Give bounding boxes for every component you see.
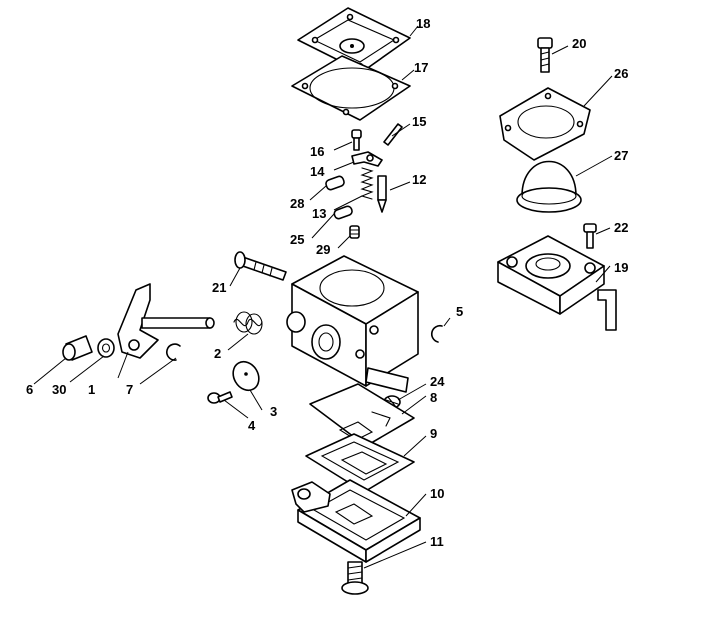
part-22-screw [583,223,597,249]
leader-lines [33,25,613,569]
callout-7: 7 [126,382,133,397]
callout-labels: 18 17 15 16 14 28 13 12 25 29 21 2 5 6 3… [26,16,628,549]
part-3-disc [232,360,260,392]
part-2-spring [233,311,263,335]
callout-16: 16 [310,144,324,159]
part-5-circlip [430,324,443,343]
part-14-lever [351,151,383,167]
callout-22: 22 [614,220,628,235]
part-16-screw [351,129,362,151]
part-4-screw [207,391,233,404]
callout-17: 17 [414,60,428,75]
callout-28: 28 [290,196,304,211]
part-15-pin [383,123,403,146]
callout-6: 6 [26,382,33,397]
callout-5: 5 [456,304,463,319]
part-13-spring [360,167,374,200]
callout-26: 26 [614,66,628,81]
callout-12: 12 [412,172,426,187]
part-8-plate [309,383,415,447]
part-9-gasket [305,433,415,493]
part-20-screw [537,37,553,73]
callout-18: 18 [416,16,430,31]
part-25-block [333,205,353,220]
callout-29: 29 [316,242,330,257]
part-27-primer-bulb [516,160,582,213]
callout-27: 27 [614,148,628,163]
callout-8: 8 [430,390,437,405]
part-1-throttle-lever [117,283,215,359]
part-7-circlip [166,343,181,361]
callout-10: 10 [430,486,444,501]
part-12-needle [377,175,387,213]
part-17-gasket [291,55,411,121]
callout-30: 30 [52,382,66,397]
part-11-screw [341,561,369,595]
carburetor-body [286,255,419,393]
callout-14: 14 [310,164,325,179]
callout-25: 25 [290,232,304,247]
part-29-jet [349,225,360,239]
callout-21: 21 [212,280,226,295]
part-10-cover [291,479,421,563]
callout-2: 2 [214,346,221,361]
part-18-diaphragm [297,7,411,73]
callout-20: 20 [572,36,586,51]
callout-9: 9 [430,426,437,441]
callout-19: 19 [614,260,628,275]
part-19-pump-housing [497,235,617,331]
part-28-block [325,175,345,191]
callout-4: 4 [248,418,256,433]
callout-1: 1 [88,382,95,397]
callout-15: 15 [412,114,426,129]
callout-11: 11 [430,534,444,549]
callout-3: 3 [270,404,277,419]
callout-24: 24 [430,374,445,389]
part-21-shaft [234,251,287,281]
part-26-flange [499,87,591,161]
part-6-bushing [62,335,93,361]
callout-13: 13 [312,206,326,221]
part-30-washer [97,338,115,358]
